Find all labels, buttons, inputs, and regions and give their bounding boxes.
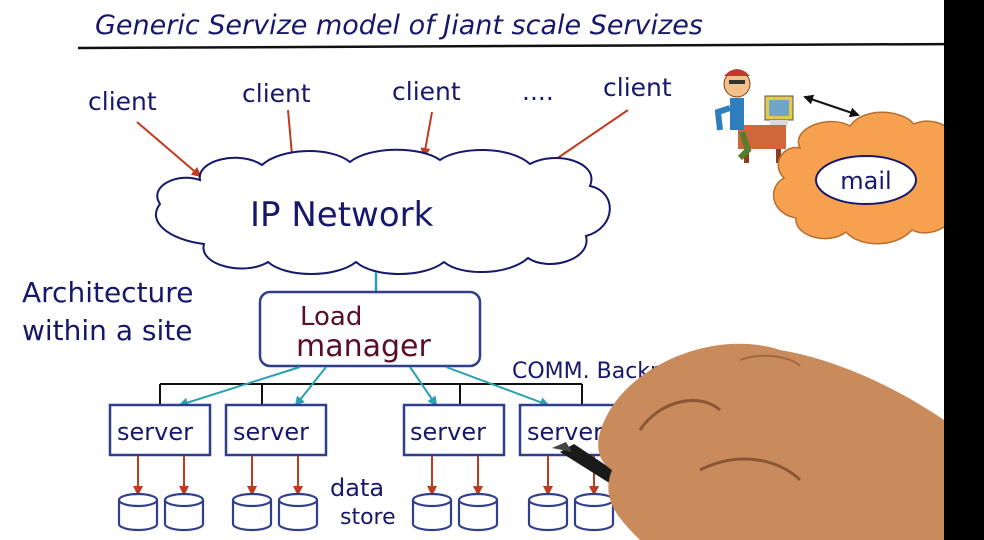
server-label-1: server (117, 418, 193, 446)
data-store-cylinder-8 (573, 492, 615, 532)
client-label-3: client (392, 77, 461, 106)
canvas: Generic Servize model of Jiant scale Ser… (0, 0, 944, 540)
ip-network-cloud (154, 148, 611, 275)
architecture-label-line2: within a site (22, 314, 192, 347)
client-arrow-1 (136, 121, 202, 178)
client-label-4: client (603, 73, 672, 102)
comm-backplane (159, 383, 583, 405)
server-label-2: server (233, 418, 309, 446)
client-label-1: client (88, 87, 157, 116)
lm-to-server-arrow-3 (409, 366, 438, 407)
user-at-computer-icon (714, 69, 794, 163)
mail-label: mail (840, 167, 891, 195)
data-store-label-line2: store (340, 505, 396, 530)
load-manager-label-line2: manager (296, 329, 432, 364)
lm-to-server-arrow-1 (178, 366, 301, 408)
ip-network-label: IP Network (250, 195, 434, 235)
data-store-cylinder-3 (231, 492, 273, 532)
server-box-3 (402, 403, 506, 457)
diagram-title: Generic Servize model of Jiant scale Ser… (95, 10, 703, 41)
diagram: Generic Servize model of Jiant scale Ser… (22, 10, 944, 540)
data-store-cylinder-7 (527, 492, 569, 532)
load-manager-label-line1: Load (300, 302, 362, 332)
server-label-3: server (410, 418, 486, 446)
drawing-hand-icon (552, 343, 944, 540)
title-underline (77, 42, 944, 50)
client-label-2: client (242, 79, 311, 108)
data-store-cylinder-5 (411, 492, 453, 532)
server-label-4: server (527, 418, 603, 446)
architecture-label-line1: Architecture (22, 276, 193, 309)
data-store-cylinder-2 (163, 492, 205, 532)
data-store-cylinder-4 (277, 492, 319, 532)
load-manager-box (258, 290, 482, 368)
data-store-label-line1: data (330, 474, 384, 502)
client-ellipsis: .... (522, 77, 554, 106)
mail-double-arrow (803, 94, 860, 118)
data-store-cylinder-6 (457, 492, 499, 532)
mail-oval (815, 155, 917, 205)
lm-to-server-arrow-4 (445, 366, 550, 407)
data-store-cylinder-1 (117, 492, 159, 532)
lm-to-server-arrow-2 (294, 366, 327, 407)
server-box-1 (108, 403, 212, 457)
server-box-2 (224, 403, 328, 457)
client-arrow-3 (420, 111, 433, 158)
